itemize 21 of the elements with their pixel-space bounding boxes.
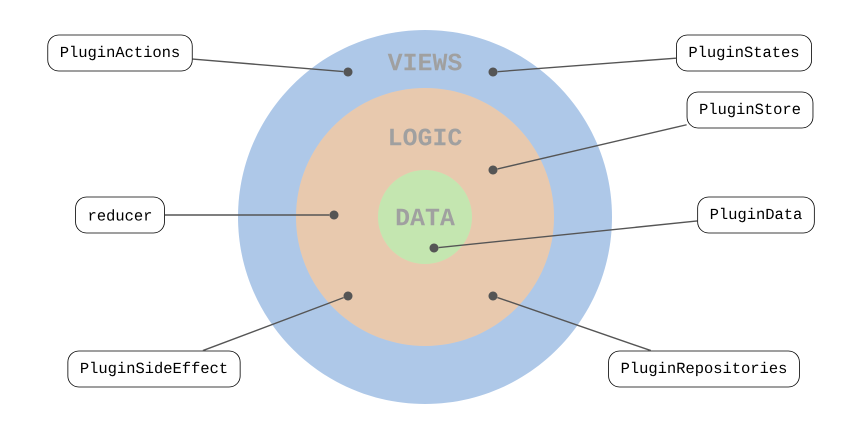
label-pill: PluginStore — [686, 92, 814, 128]
anchor-dot — [488, 292, 498, 300]
anchor-dot — [344, 68, 352, 76]
leader-line — [202, 296, 344, 352]
anchor-dot — [488, 166, 498, 174]
leader-line — [497, 124, 687, 170]
label-pill: PluginData — [697, 196, 815, 234]
label-pill: PluginRepositories — [608, 350, 800, 388]
anchor-dot — [344, 292, 352, 300]
leader-line — [438, 220, 698, 248]
anchor-dot — [430, 244, 438, 252]
label-pill: reducer — [75, 196, 165, 234]
label-pill: PluginActions — [47, 34, 193, 72]
leader-line — [498, 57, 676, 72]
anchor-dot — [330, 210, 338, 220]
anchor-dot — [488, 68, 498, 76]
leader-line — [497, 296, 652, 352]
label-pill: PluginSideEffect — [67, 350, 241, 388]
label-pill: PluginStates — [676, 34, 812, 72]
leader-line — [164, 214, 330, 216]
leader-line — [192, 58, 344, 72]
